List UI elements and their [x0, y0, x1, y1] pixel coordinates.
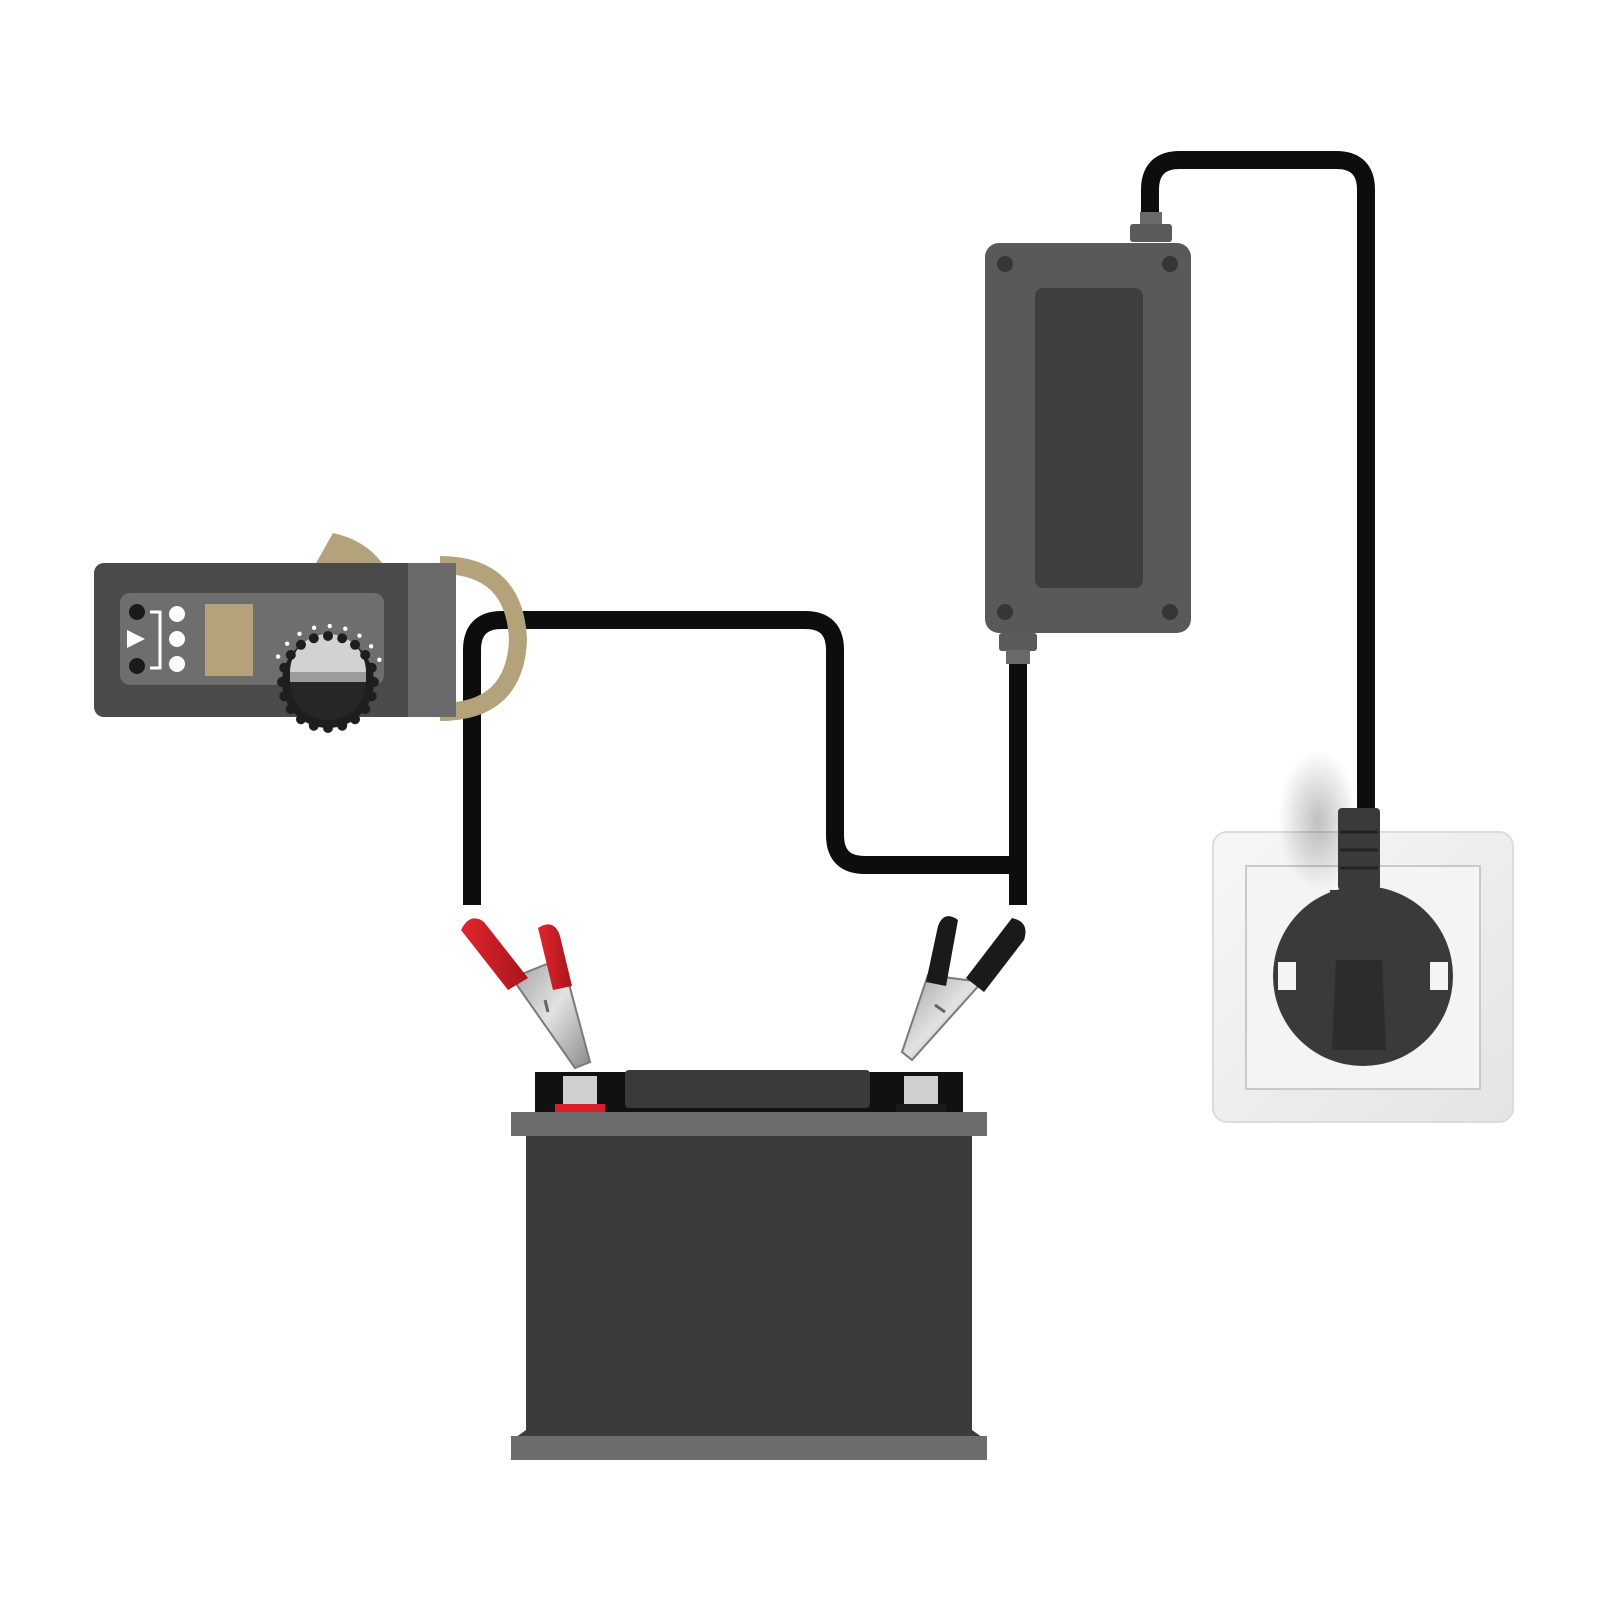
clamp-jaw-tip-icon — [315, 533, 382, 565]
dial-tooth — [350, 639, 361, 650]
dial-scale-dot — [343, 626, 348, 631]
battery-rim-bottom — [511, 1436, 987, 1460]
dial-tooth — [350, 714, 361, 725]
dial-scale-dot — [327, 623, 332, 629]
dial-scale-dot — [311, 625, 317, 630]
diode-icon — [127, 630, 145, 648]
positive-clip — [461, 918, 592, 1070]
clip-handle-black-icon — [926, 916, 958, 986]
clip-jaw-icon — [900, 973, 985, 1062]
screw-icon — [1162, 256, 1178, 272]
cables — [463, 151, 1375, 905]
dial-tooth — [337, 633, 348, 644]
positive-cable — [463, 611, 1018, 905]
dial-tooth — [308, 720, 319, 731]
dial-tooth — [279, 662, 290, 673]
dial-tooth — [360, 704, 371, 715]
dial-tooth — [295, 714, 306, 725]
battery-rim-top — [511, 1112, 987, 1136]
dial-scale-dot — [377, 657, 382, 662]
screw-icon — [997, 256, 1013, 272]
jack-icon — [129, 604, 145, 620]
dial-tooth — [323, 723, 333, 733]
charger-panel — [1035, 288, 1143, 588]
socket-notch-icon — [1430, 962, 1448, 990]
charger-bottom-boot — [999, 633, 1037, 651]
dial-tooth — [279, 691, 290, 702]
jack-icon — [129, 658, 145, 674]
charger-top-strain-relief — [1140, 212, 1162, 226]
dial-tooth — [285, 649, 296, 660]
dial-tooth — [366, 691, 377, 702]
meter-neck — [408, 563, 456, 717]
wall-outlet — [1212, 750, 1514, 1123]
clamp-meter — [94, 533, 528, 733]
clamp-jaw-icon — [439, 556, 528, 721]
dial-scale-dot — [368, 644, 374, 649]
rotary-dial-icon — [275, 623, 382, 733]
clip-handle-black-icon — [966, 918, 1026, 992]
clip-handle-red-icon — [538, 924, 572, 990]
battery-lid-center — [625, 1070, 870, 1108]
mains-cable — [1141, 151, 1375, 820]
clip-handle-red-icon — [461, 918, 528, 990]
negative-terminal — [896, 1076, 946, 1112]
dial-tooth — [285, 704, 296, 715]
dial-scale-dot — [357, 633, 362, 638]
meter-button-icon — [169, 631, 185, 647]
dial-scale-dot — [275, 654, 281, 659]
dial-tooth — [360, 649, 371, 660]
charger-bottom-strain-relief — [1006, 650, 1030, 664]
bracket-icon — [150, 610, 162, 670]
meter-display — [205, 604, 253, 676]
negative-clip — [900, 916, 1026, 1062]
clip-jaw-icon — [510, 956, 592, 1070]
dial-tooth — [308, 633, 319, 644]
dial-scale-dot — [284, 641, 290, 646]
dial-tooth — [366, 662, 377, 673]
dial-tooth — [337, 720, 348, 731]
dial-tooth — [277, 677, 287, 687]
socket-notch-icon — [1278, 962, 1296, 990]
plug-grip — [1332, 960, 1386, 1050]
battery-body — [512, 1136, 986, 1440]
charger-top-boot — [1130, 224, 1172, 242]
charger — [985, 212, 1191, 664]
screw-icon — [997, 604, 1013, 620]
meter-button-icon — [169, 606, 185, 622]
positive-terminal — [555, 1076, 605, 1112]
dial-tooth — [369, 677, 379, 687]
dial-scale-dot — [297, 631, 302, 636]
screw-icon — [1162, 604, 1178, 620]
meter-button-icon — [169, 656, 185, 672]
battery — [511, 1070, 987, 1460]
dial-tooth — [295, 639, 306, 650]
dial-tooth — [323, 631, 333, 641]
